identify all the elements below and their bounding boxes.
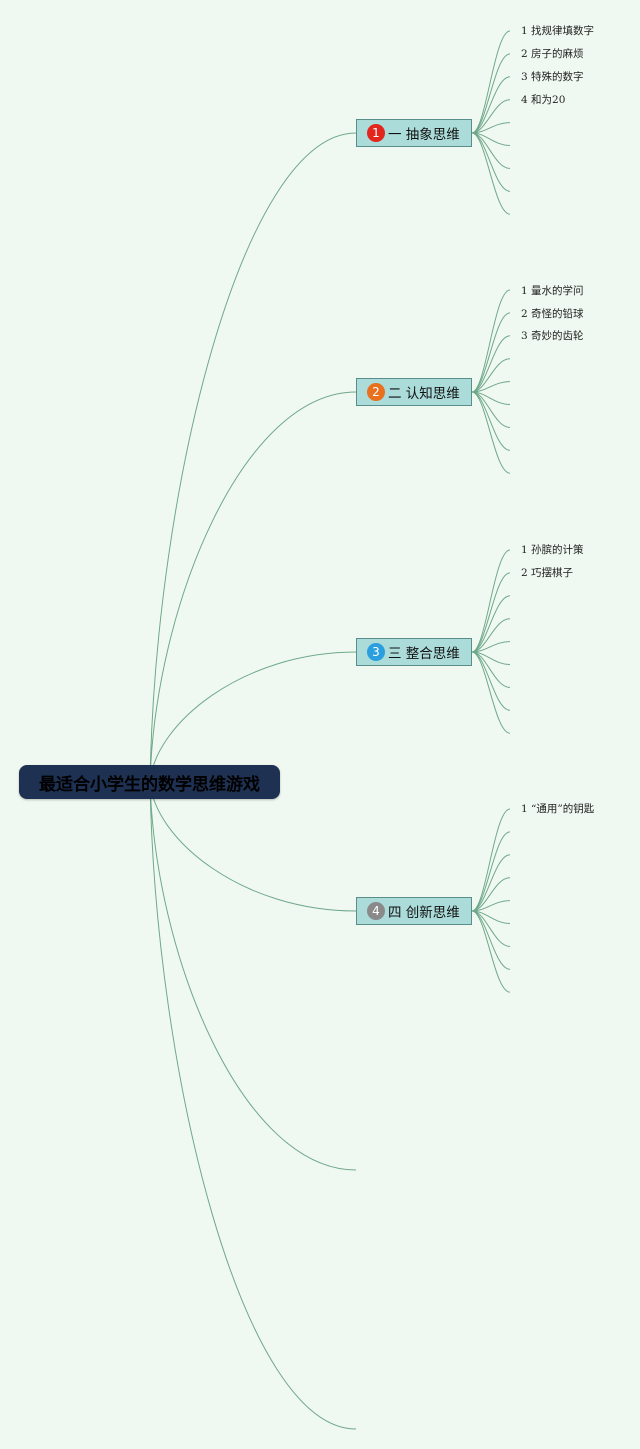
leaf-label[interactable]: 2 巧摆棋子 xyxy=(521,567,574,579)
branch-leaf-connector xyxy=(471,358,511,393)
branch-node-2[interactable]: 2 二 认知思维 xyxy=(356,378,472,406)
branch-leaf-connector xyxy=(471,651,511,734)
branch-leaf-connector xyxy=(471,549,511,653)
branch-leaf-connector xyxy=(471,641,511,653)
branch-node-3[interactable]: 3 三 整合思维 xyxy=(356,638,472,666)
leaf-label[interactable]: 1 找规律填数字 xyxy=(521,25,595,37)
branch-leaf-connector xyxy=(471,391,511,474)
branch-leaf-connector xyxy=(471,595,511,653)
branch-leaf-connector xyxy=(471,289,511,393)
branch-leaf-connector xyxy=(471,910,511,993)
number-badge-icon: 1 xyxy=(367,124,385,142)
branch-leaf-connector xyxy=(471,877,511,912)
branch-node-4[interactable]: 4 四 创新思维 xyxy=(356,897,472,925)
branch-label: 四 创新思维 xyxy=(388,905,460,921)
branch-leaf-connector xyxy=(471,831,511,912)
leaf-label[interactable]: 2 奇怪的铅球 xyxy=(521,308,584,320)
branch-leaf-connector xyxy=(471,900,511,912)
branch-leaf-connector xyxy=(471,391,511,451)
branch-leaf-connector xyxy=(471,808,511,912)
root-title: 最适合小学生的数学思维游戏 xyxy=(39,774,260,795)
leaf-label[interactable]: 4 和为20 xyxy=(521,94,566,106)
branch-leaf-connector xyxy=(471,132,511,215)
root-empty-connector xyxy=(149,781,357,1171)
branch-leaf-connector xyxy=(471,910,511,970)
branch-leaf-connector xyxy=(471,572,511,653)
number-badge-icon: 3 xyxy=(367,643,385,661)
branch-leaf-connector xyxy=(471,335,511,393)
branch-leaf-connector xyxy=(471,854,511,912)
branch-label: 三 整合思维 xyxy=(388,646,460,662)
branch-leaf-connector xyxy=(471,99,511,134)
branch-node-1[interactable]: 1 一 抽象思维 xyxy=(356,119,472,147)
branch-label: 一 抽象思维 xyxy=(388,127,460,143)
leaf-label[interactable]: 1 量水的学问 xyxy=(521,285,584,297)
root-branch-connector xyxy=(149,651,357,783)
branch-leaf-connector xyxy=(471,132,511,192)
leaf-label[interactable]: 1 孙膑的计策 xyxy=(521,544,584,556)
root-branch-connector xyxy=(149,391,357,783)
branch-leaf-connector xyxy=(471,30,511,134)
branch-leaf-connector xyxy=(471,76,511,134)
branch-leaf-connector xyxy=(471,312,511,393)
root-empty-connector xyxy=(149,781,357,1430)
branch-leaf-connector xyxy=(471,618,511,653)
leaf-label[interactable]: 2 房子的麻烦 xyxy=(521,48,584,60)
number-badge-icon: 2 xyxy=(367,383,385,401)
branch-leaf-connector xyxy=(471,651,511,711)
root-node[interactable]: 最适合小学生的数学思维游戏 xyxy=(19,765,280,799)
leaf-label[interactable]: 1 “通用”的钥匙 xyxy=(521,803,595,815)
root-branch-connector xyxy=(149,132,357,783)
number-badge-icon: 4 xyxy=(367,902,385,920)
branch-leaf-connector xyxy=(471,122,511,134)
branch-leaf-connector xyxy=(471,53,511,134)
branch-leaf-connector xyxy=(471,381,511,393)
leaf-label[interactable]: 3 特殊的数字 xyxy=(521,71,584,83)
branch-label: 二 认知思维 xyxy=(388,386,460,402)
root-branch-connector xyxy=(149,781,357,912)
leaf-label[interactable]: 3 奇妙的齿轮 xyxy=(521,330,584,342)
